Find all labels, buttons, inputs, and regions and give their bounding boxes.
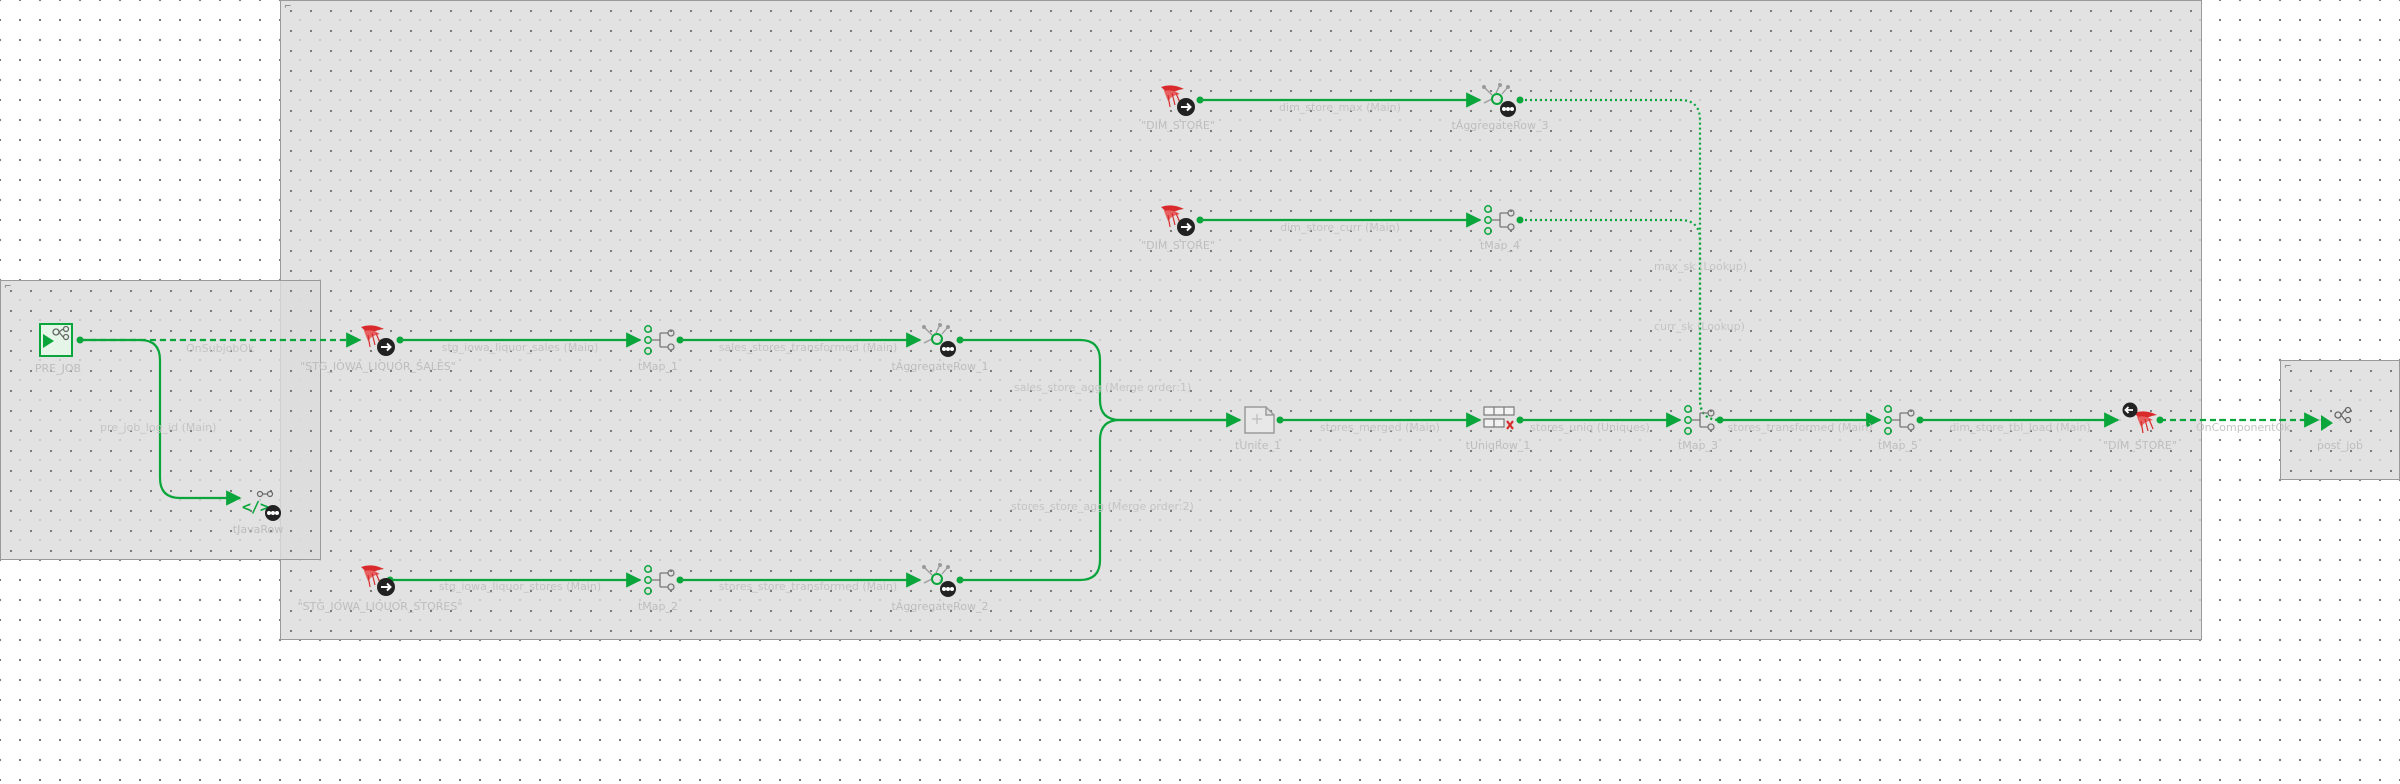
link-label-stores-transformed-3[interactable]: stores_transformed (Main) bbox=[1727, 421, 1873, 434]
oracle-input-icon bbox=[1161, 205, 1195, 236]
dim-store-output-label: "DIM_STORE" bbox=[2103, 439, 2177, 452]
main-subjob-frame[interactable]: ⌐ bbox=[280, 0, 2202, 640]
tmap-1-node[interactable] bbox=[638, 321, 682, 359]
oracle-output-icon bbox=[2122, 402, 2157, 434]
tmap-5-node[interactable] bbox=[1878, 401, 1922, 439]
tmap-3-node[interactable] bbox=[1678, 401, 1722, 439]
unite-icon bbox=[1244, 406, 1275, 434]
tmap-icon bbox=[644, 325, 675, 355]
dim-store-input-b-label: "DIM_STORE" bbox=[1141, 239, 1215, 252]
taggregaterow-3-label: tAggregateRow_3 bbox=[1451, 119, 1549, 132]
taggregaterow-3-node[interactable] bbox=[1478, 81, 1522, 119]
link-label-max-sk-lookup[interactable]: max_sk (Lookup) bbox=[1654, 260, 1748, 273]
tmap-2-label: tMap_2 bbox=[637, 600, 679, 613]
stg-sales-input-label: "STG_IOWA_LIQUOR_SALES" bbox=[300, 360, 456, 373]
subjob-collapse-marker[interactable]: ⌐ bbox=[4, 282, 12, 292]
link-label-dim-store-curr[interactable]: dim_store_curr (Main) bbox=[1280, 221, 1400, 234]
link-label-dim-store-max[interactable]: dim_store_max (Main) bbox=[1279, 101, 1401, 114]
dim-store-input-a-label: "DIM_STORE" bbox=[1141, 119, 1215, 132]
dim-store-input-a-node[interactable] bbox=[1158, 81, 1202, 119]
tmap-icon bbox=[644, 565, 675, 595]
taggregaterow-1-label: tAggregateRow_1 bbox=[891, 360, 989, 373]
post-job-node[interactable] bbox=[2318, 401, 2362, 439]
postjob-icon bbox=[2321, 406, 2352, 431]
local-process-node[interactable]: </> bbox=[240, 486, 284, 524]
stg-sales-input-node[interactable] bbox=[358, 321, 402, 359]
tunite-1-label: tUnite_1 bbox=[1235, 439, 1281, 452]
pre-job-node[interactable] bbox=[36, 321, 80, 359]
stg-stores-input-label: "STG_IOWA_LIQUOR_STORES" bbox=[297, 600, 463, 613]
tmap-5-label: tMap_5 bbox=[1877, 439, 1919, 452]
tunite-1-node[interactable] bbox=[1238, 401, 1282, 439]
link-label-on-component-ok[interactable]: OnComponentOk bbox=[2196, 421, 2291, 434]
tmap-2-node[interactable] bbox=[638, 561, 682, 599]
uniq-row-icon bbox=[1483, 406, 1515, 430]
link-label-pre-job-main[interactable]: pre_job_log_id (Main) bbox=[100, 421, 217, 434]
tmap-3-label: tMap_3 bbox=[1677, 439, 1719, 452]
taggregaterow-1-node[interactable] bbox=[918, 321, 962, 359]
tmap-4-label: tMap_4 bbox=[1479, 239, 1521, 252]
link-label-curr-sk-lookup[interactable]: curr_sk (Lookup) bbox=[1654, 320, 1745, 333]
post-job-label: post_job bbox=[2316, 439, 2364, 452]
link-label-stg-sales-main[interactable]: stg_iowa_liquor_sales (Main) bbox=[441, 341, 599, 354]
svg-text:</>: </> bbox=[242, 498, 269, 516]
subjob-collapse-marker[interactable]: ⌐ bbox=[284, 2, 292, 12]
java-code-icon: </> bbox=[242, 490, 281, 521]
dim-store-input-b-node[interactable] bbox=[1158, 201, 1202, 239]
aggregate-icon bbox=[922, 563, 956, 597]
stg-stores-input-node[interactable] bbox=[358, 561, 402, 599]
link-label-on-subjob-ok[interactable]: OnSubjobOk bbox=[186, 342, 255, 355]
tmap-icon bbox=[1884, 405, 1915, 435]
taggregaterow-2-label: tAggregateRow_2 bbox=[891, 600, 989, 613]
link-label-merge-2[interactable]: stores_store_agg (Merge order:2) bbox=[1011, 500, 1194, 513]
oracle-input-icon bbox=[361, 325, 395, 356]
link-label-stores-uniq[interactable]: stores_uniq (Uniques) bbox=[1530, 421, 1650, 434]
local-process-label: tJavaRow bbox=[232, 523, 284, 536]
subjob-collapse-marker[interactable]: ⌐ bbox=[2284, 362, 2292, 372]
tmap-4-node[interactable] bbox=[1478, 201, 1522, 239]
link-label-merge-1[interactable]: sales_store_agg (Merge order:1) bbox=[1014, 381, 1192, 394]
pre-job-label: PRE_JOB bbox=[34, 362, 82, 375]
link-label-sales-transformed[interactable]: sales_stores_transformed (Main) bbox=[718, 341, 898, 354]
oracle-input-icon bbox=[1161, 85, 1195, 116]
link-label-stores-merged[interactable]: stores_merged (Main) bbox=[1320, 421, 1440, 434]
tmap-icon bbox=[1484, 205, 1515, 235]
tmap-1-label: tMap_1 bbox=[637, 360, 679, 373]
dim-store-output-node[interactable] bbox=[2118, 401, 2162, 439]
oracle-input-icon bbox=[361, 565, 395, 596]
aggregate-icon bbox=[922, 323, 956, 357]
aggregate-icon bbox=[1482, 83, 1516, 117]
prejob-icon bbox=[39, 323, 73, 357]
link-label-stores-transformed[interactable]: stores_store_transformed (Main) bbox=[718, 580, 898, 593]
tuniqrow-1-label: tUniqRow_1 bbox=[1465, 439, 1531, 452]
link-label-dim-store-tbl-load[interactable]: dim_store_tbl_load (Main) bbox=[1949, 421, 2091, 434]
tmap-icon bbox=[1684, 405, 1715, 435]
link-label-stg-stores-main[interactable]: stg_iowa_liquor_stores (Main) bbox=[438, 580, 602, 593]
tuniqrow-1-node[interactable] bbox=[1478, 401, 1522, 439]
taggregaterow-2-node[interactable] bbox=[918, 561, 962, 599]
